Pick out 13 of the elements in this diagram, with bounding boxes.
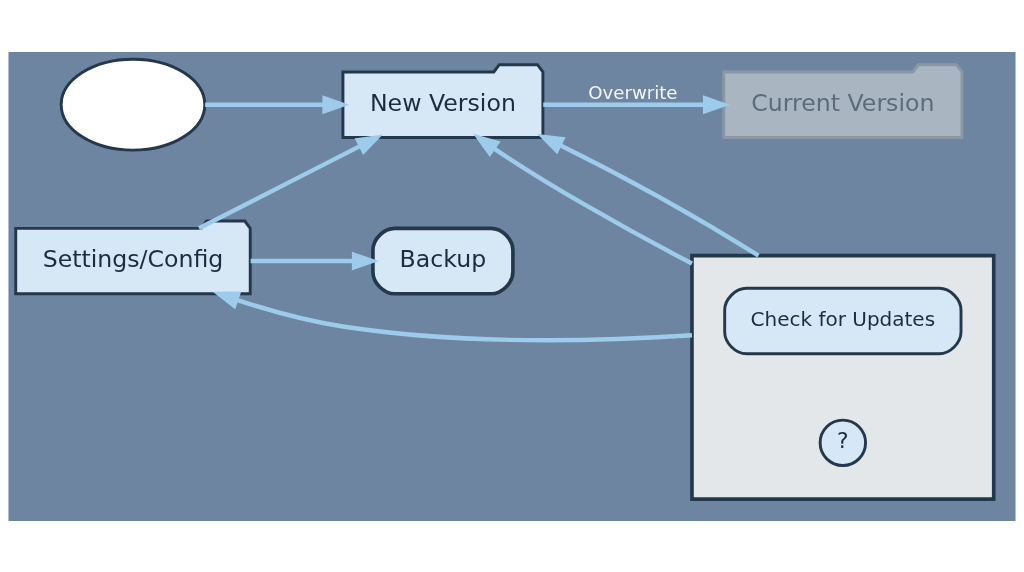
edge-label: Overwrite bbox=[588, 81, 678, 103]
arrow bbox=[205, 94, 350, 114]
cluster bbox=[690, 253, 996, 501]
node-cloud bbox=[59, 57, 207, 152]
arrow bbox=[250, 251, 379, 270]
arrow bbox=[212, 291, 693, 342]
node-circle: ? bbox=[818, 418, 868, 467]
arrow bbox=[473, 133, 693, 265]
node-box: Backup bbox=[371, 226, 515, 296]
arrow bbox=[543, 94, 730, 114]
node-box: Check for Updates bbox=[723, 286, 963, 355]
arrow bbox=[198, 133, 383, 230]
arrow bbox=[537, 133, 760, 257]
